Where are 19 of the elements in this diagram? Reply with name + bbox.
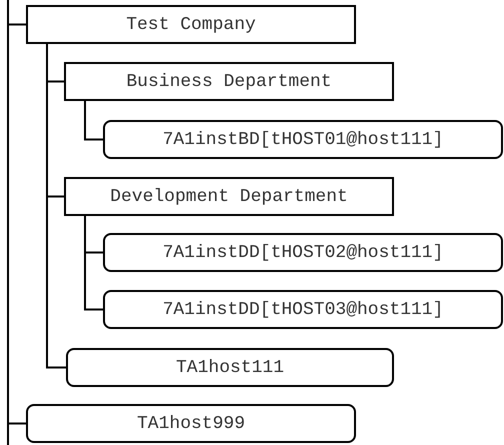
org-box xyxy=(64,177,394,216)
host-box xyxy=(103,120,503,159)
node-label: Test Company xyxy=(126,14,256,34)
tree-connector xyxy=(84,101,103,140)
node-label: TA1host111 xyxy=(176,358,284,378)
node-label: Development Department xyxy=(110,186,348,206)
host-box xyxy=(103,233,503,272)
node-label: 7A1instBD[tHOST01@host111] xyxy=(162,130,444,150)
tree-connector xyxy=(7,0,26,424)
node-label: 7A1instDD[tHOST03@host111] xyxy=(162,300,444,320)
host-box xyxy=(66,348,394,387)
tree-connector xyxy=(46,44,66,368)
host-box xyxy=(103,290,503,329)
org-box xyxy=(64,62,394,101)
org-box xyxy=(26,5,356,44)
node-label: Business Department xyxy=(126,72,332,92)
node-label: TA1host999 xyxy=(136,414,246,434)
node-label: 7A1instDD[tHOST02@host111] xyxy=(162,242,444,262)
host-box xyxy=(26,404,356,443)
